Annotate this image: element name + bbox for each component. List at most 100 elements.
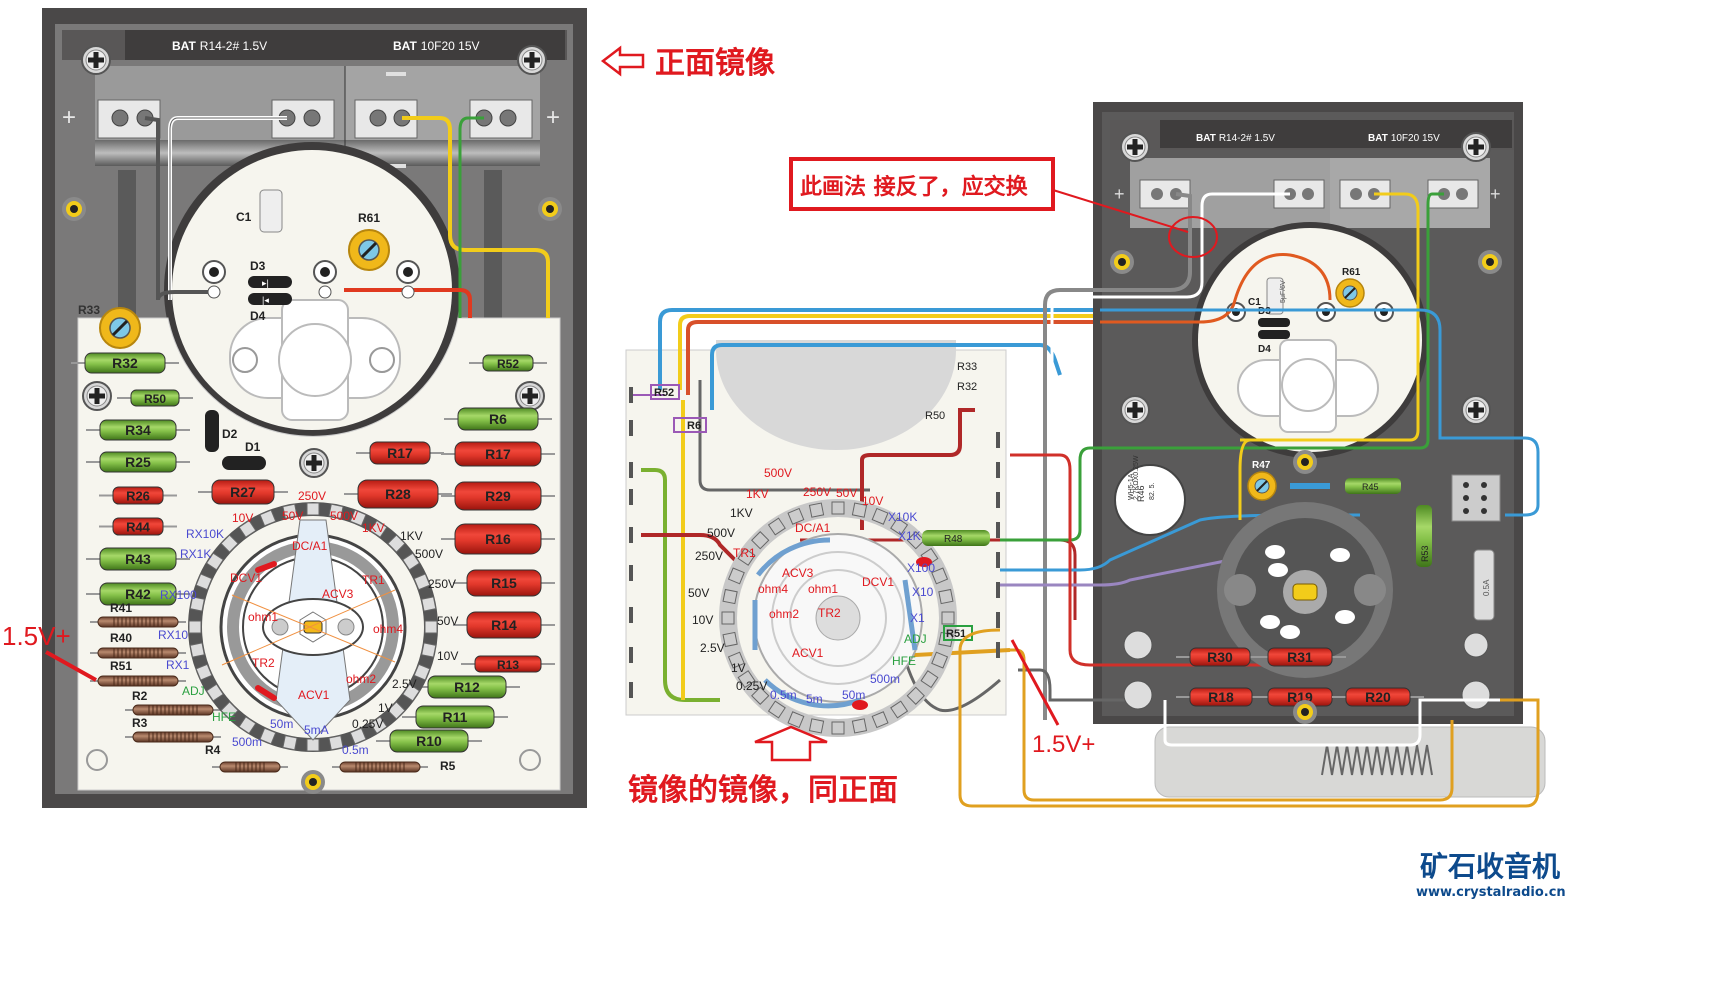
pcb-pin bbox=[996, 492, 1000, 508]
resistor-r53: R53 bbox=[1416, 505, 1432, 567]
left-plus-sign-right: + bbox=[546, 104, 560, 131]
middle-range-switch bbox=[719, 499, 957, 737]
resistor-label: R27 bbox=[230, 484, 256, 500]
switch-label: RX1K bbox=[180, 547, 211, 561]
resistor-r42: R42 bbox=[86, 582, 190, 606]
resistor-r13: R13 bbox=[461, 655, 555, 673]
switch-contact bbox=[238, 716, 257, 735]
screw-icon bbox=[517, 45, 547, 75]
svg-text:0.5A: 0.5A bbox=[1482, 579, 1491, 596]
resistor-r48: R48 bbox=[922, 530, 990, 546]
wirewound-r41: R41 bbox=[90, 601, 186, 628]
capacitor-c1: C1 bbox=[236, 189, 283, 233]
switch-label: 2.5V bbox=[392, 677, 417, 691]
switch-contact bbox=[906, 531, 925, 550]
wire-green bbox=[1000, 192, 1444, 542]
jack-icon bbox=[1463, 632, 1489, 658]
trimpot-r47: R47 bbox=[1247, 460, 1277, 501]
switch-contact bbox=[767, 517, 786, 536]
switch-contact bbox=[721, 611, 735, 625]
switch-contact bbox=[751, 686, 770, 705]
wire-red bbox=[1010, 453, 1280, 667]
switch-contact bbox=[787, 507, 805, 525]
switch-label: ohm2 bbox=[769, 607, 799, 621]
svg-text:|◂: |◂ bbox=[262, 295, 269, 305]
switch-label: HFE bbox=[892, 654, 916, 668]
svg-text:正面镜像: 正面镜像 bbox=[655, 46, 775, 81]
switch-contact bbox=[402, 552, 421, 571]
switch-contact bbox=[220, 534, 239, 553]
pcb-pin bbox=[629, 387, 633, 403]
wirewound-r3: R3 bbox=[125, 716, 221, 743]
box-r6 bbox=[673, 417, 707, 433]
switch-label: DCV1 bbox=[862, 575, 894, 589]
switch-label: 500V bbox=[330, 509, 358, 523]
right-plus-sign-right: + bbox=[1490, 184, 1501, 204]
minus-mark bbox=[386, 164, 406, 168]
switch-label: 5m bbox=[806, 692, 823, 706]
svg-text:C1: C1 bbox=[236, 210, 252, 224]
switch-label: 10V bbox=[437, 649, 458, 663]
label-r33: R33 bbox=[957, 361, 977, 373]
resistor-label: R17 bbox=[485, 446, 511, 462]
switch-contact bbox=[938, 588, 954, 605]
jack-icon bbox=[1461, 680, 1491, 710]
trimpot-r33: R33 bbox=[78, 303, 142, 350]
wire-yellow bbox=[678, 314, 1100, 390]
resistor-r45: R45 bbox=[1345, 478, 1401, 494]
wirewound-r51: R51 bbox=[90, 659, 186, 687]
switch-label: 50V bbox=[437, 614, 458, 628]
switch-label: TR2 bbox=[818, 606, 841, 620]
right-capacitor-c1: 5μF/6V C1 bbox=[1248, 277, 1287, 315]
resistor-r27: R27 bbox=[198, 479, 288, 505]
switch-contact bbox=[349, 727, 367, 745]
switch-contact bbox=[737, 670, 756, 689]
svg-text:1.5V+: 1.5V+ bbox=[1032, 731, 1095, 758]
switch-contact bbox=[808, 718, 825, 734]
pcb-pin bbox=[629, 489, 633, 505]
screw-icon bbox=[1461, 132, 1491, 162]
pointer-line bbox=[1010, 639, 1060, 726]
switch-contact bbox=[920, 670, 939, 689]
switch-contact bbox=[349, 509, 367, 527]
fuse-holder: 0.5A bbox=[1473, 549, 1495, 621]
diode-d4: |◂ D4 bbox=[248, 293, 292, 323]
switch-label: ohm2 bbox=[346, 672, 376, 686]
switch-contact bbox=[387, 701, 406, 720]
wirewound-r4: R4 bbox=[205, 743, 288, 773]
switch-contact bbox=[421, 596, 437, 612]
svg-text:R48: R48 bbox=[944, 534, 963, 545]
highlight-circle bbox=[1168, 216, 1218, 258]
resistor-r44: R44 bbox=[99, 517, 177, 536]
switch-contact bbox=[751, 531, 770, 550]
switch-contact bbox=[727, 651, 745, 669]
pcb-pin bbox=[629, 607, 633, 623]
switch-label: RX1 bbox=[166, 658, 190, 672]
switch-contact bbox=[890, 517, 909, 536]
battery-plus-annotation-right: 1.5V+ bbox=[1010, 639, 1095, 758]
right-battery-label-strip bbox=[1160, 120, 1512, 148]
middle-pcb-pins bbox=[629, 387, 1000, 698]
resistor-label: R25 bbox=[125, 454, 151, 470]
switch-contact bbox=[282, 735, 298, 751]
socket-icon bbox=[301, 770, 325, 794]
switch-label: 50m bbox=[842, 688, 865, 702]
switch-contact bbox=[941, 611, 955, 625]
switch-contact bbox=[195, 573, 213, 591]
battery-plus-annotation-left: 1.5V+ bbox=[2, 621, 97, 682]
switch-label: 50V bbox=[282, 509, 303, 523]
minus-mark bbox=[386, 72, 406, 76]
switch-contact bbox=[259, 509, 277, 527]
screw-icon bbox=[81, 45, 111, 75]
diode-d1: D1 bbox=[222, 440, 266, 470]
socket-icon bbox=[1293, 700, 1317, 724]
switch-label: 250V bbox=[803, 485, 831, 499]
switch-label: 10V bbox=[692, 613, 713, 627]
